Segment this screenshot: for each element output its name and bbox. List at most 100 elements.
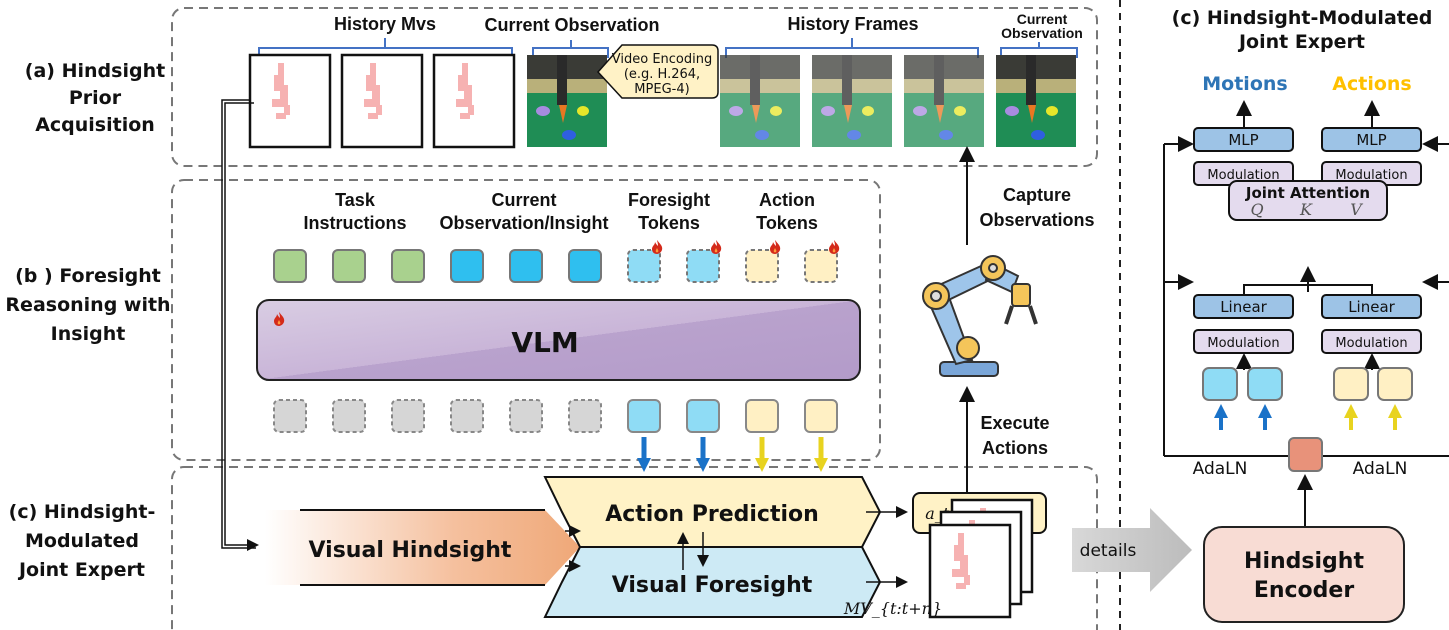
observation-token [568,249,602,283]
history-mv-image [248,53,332,149]
foresight-token [686,249,720,283]
foresight-tokens-label: Tokens [638,213,700,233]
action-token [745,249,779,283]
linear-block-label: Linear [1348,298,1395,316]
obs-insight-label: Observation/Insight [439,213,608,233]
modulation-block-label: Modulation [1335,336,1407,351]
detail-title: Joint Expert [1237,31,1365,53]
foresight-token-output [686,399,720,433]
section-a-box [171,7,1098,167]
placeholder-token [273,399,307,433]
brackets [258,38,1078,58]
current-observation-label-small: Observation [1001,25,1083,41]
hindsight-encoder-block [1203,526,1405,623]
modulation-block [1321,329,1422,354]
placeholder-token [450,399,484,433]
action-token [1377,367,1413,401]
visual-hindsight-block [265,510,580,585]
action-tokens-label: Tokens [756,213,818,233]
execute-label: Actions [982,438,1048,458]
details-label: details [1080,541,1137,561]
foresight-token [627,249,661,283]
obs-insight-label: Current [491,190,556,210]
video-encoding-text: (e.g. H.264, [624,67,700,82]
flame-icon [652,240,663,254]
action-token [804,249,838,283]
action-token-output [745,399,779,433]
task-token [332,249,366,283]
video-encoding-callout [596,44,719,99]
section-b-label: (b ) Foresight [15,265,161,287]
robot-arm-icon [922,255,1038,377]
placeholder-token [509,399,543,433]
section-c-label: (c) Hindsight- [9,501,156,523]
task-instructions-label: Instructions [303,213,406,233]
q-label: Q [1250,200,1263,219]
foresight-token-output [627,399,661,433]
history-frames-label: History Frames [787,14,918,34]
motions-label: Motions [1202,73,1287,95]
linear-block-label: Linear [1220,298,1267,316]
section-a-label: Prior [69,87,122,109]
mv-output-label: MV_{t:t+n} [843,599,942,618]
video-encoding-text: Video Encoding [612,52,712,67]
placeholder-token [332,399,366,433]
video-encoding-text: MPEG-4) [634,82,689,97]
joint-attention-block [1228,180,1388,221]
section-a-label: (a) Hindsight [25,60,165,82]
history-mv-image [432,53,516,149]
actions-label: Actions [1332,73,1411,95]
observation-token [450,249,484,283]
modulation-block [1193,329,1294,354]
history-frame-image [812,55,892,147]
visual-foresight-block [543,546,882,618]
visual-hindsight-label: Visual Hindsight [309,538,512,563]
details-arrow-icon [1072,508,1192,592]
task-token [391,249,425,283]
mlp-block-label: MLP [1228,131,1258,149]
task-token [273,249,307,283]
observation-token [509,249,543,283]
history-mvs-label: History Mvs [334,14,436,34]
placeholder-token [391,399,425,433]
section-b-label: Insight [51,323,126,345]
linear-block [1193,294,1294,319]
flame-icon [829,240,840,254]
modulation-block-label: Modulation [1207,168,1279,183]
modulation-block-label: Modulation [1335,168,1407,183]
hindsight-condition-token [1288,437,1323,472]
vlm-block [256,299,861,381]
task-instructions-label: Task [335,190,376,210]
k-label: K [1299,200,1313,219]
visual-foresight-label: Visual Foresight [612,573,813,598]
motion-token [1202,367,1238,401]
mlp-block [1321,127,1422,152]
current-observation-label-small: Current [1017,11,1068,27]
mlp-block [1193,127,1294,152]
flame-icon [711,240,722,254]
history-frame-image [904,55,984,147]
section-b-box [171,179,881,461]
current-observation-label: Current Observation [484,15,659,35]
action-token-output [804,399,838,433]
joint-attention-label: Joint Attention [1245,184,1370,202]
placeholder-token [568,399,602,433]
v-label: V [1350,200,1363,219]
action-tokens-label: Action [759,190,815,210]
action-token [1333,367,1369,401]
history-mv-image [340,53,424,149]
section-a-label: Acquisition [35,114,155,136]
mlp-block-label: MLP [1356,131,1386,149]
section-c-label: Modulated [25,530,139,552]
capture-label: Observations [979,210,1094,230]
section-c-label: Joint Expert [17,559,145,581]
hindsight-encoder-label: Encoder [1254,578,1355,603]
modulation-block-label: Modulation [1207,336,1279,351]
vlm-label: VLM [511,326,578,359]
history-frame-image [720,55,800,147]
adaln-label: AdaLN [1353,459,1408,479]
action-prediction-label: Action Prediction [605,502,819,527]
current-observation-image-small [996,55,1076,147]
